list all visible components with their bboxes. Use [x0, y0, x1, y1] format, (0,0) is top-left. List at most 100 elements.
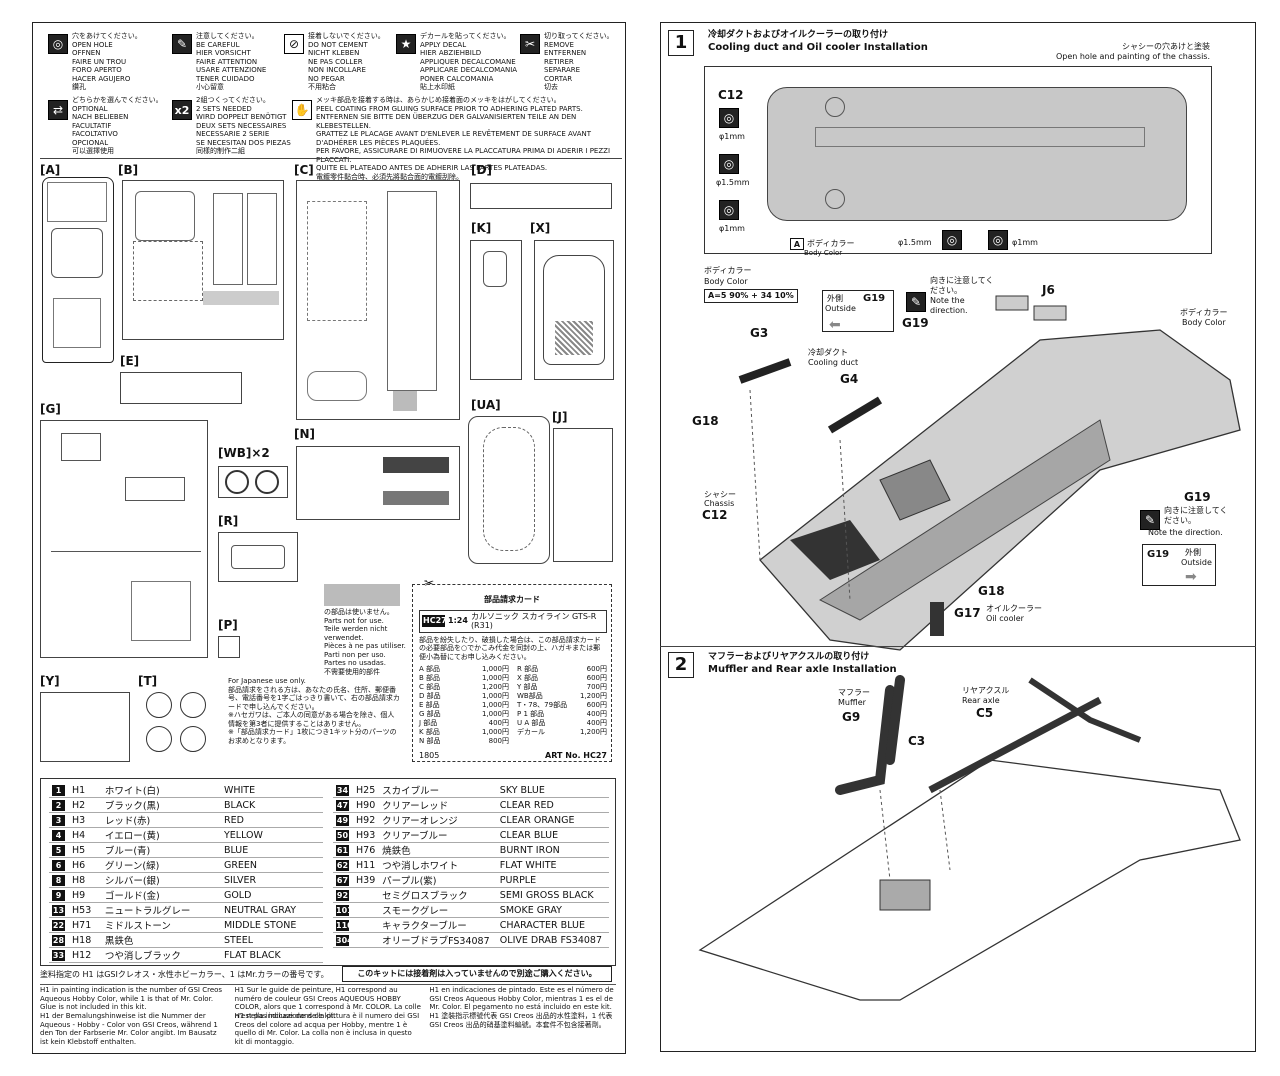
- sprue-N-label: [N]: [294, 427, 316, 441]
- sprue-WB-frame: [218, 466, 288, 498]
- nfu-4: Parti non per uso.: [324, 650, 386, 659]
- body-mix-jp: ボディカラー: [704, 266, 752, 275]
- d1-bottom: φ1mm: [1012, 238, 1038, 247]
- sprue-UA-label: [UA]: [471, 398, 501, 412]
- open-hole-l2: FAIRE UN TROU: [72, 57, 127, 66]
- nfu-5: Partes no usadas.: [324, 659, 386, 667]
- plated-l3: PER FAVORE, ASSICURARE DI RIMUOVERE LA P…: [316, 147, 611, 164]
- card-part-price: 1,200円: [579, 692, 607, 700]
- g18-lower: G18: [978, 584, 1005, 598]
- card-part-name: P 1 部品: [517, 710, 545, 718]
- note-direction-en: Note the direction.: [930, 296, 968, 315]
- mr-color-number: 5: [52, 844, 65, 856]
- color-name-jp: クリアーレッド: [379, 797, 497, 814]
- outside2-en: Outside: [1181, 558, 1212, 567]
- card-part-name: R 部品: [517, 665, 539, 673]
- card-part-name: J 部品: [419, 719, 438, 727]
- aqueous-number: H76: [353, 842, 380, 859]
- card-part-name: D 部品: [419, 692, 441, 700]
- mr-color-number: 101: [336, 904, 353, 916]
- card-part-name: N 部品: [419, 737, 441, 745]
- remove-l1: ENTFERNEN: [544, 49, 587, 57]
- outside-g19: G19: [863, 293, 886, 304]
- color-name-jp: グリーン(緑): [101, 857, 221, 874]
- parts-request-card: 部品請求カード HC27 1:24 カルソニック スカイライン GTS-R (R…: [412, 584, 612, 762]
- color-name-jp: ブルー(青): [101, 842, 221, 859]
- sprue-Y-label: [Y]: [40, 674, 60, 688]
- outside2-g19: G19: [1147, 549, 1170, 560]
- d1-top: φ1mm: [719, 132, 745, 141]
- no-cement-l2: NE PAS COLLER: [308, 57, 363, 66]
- body-mix-formula: A=5 90% + 34 10%: [704, 289, 798, 303]
- card-part-price: 700円: [586, 683, 607, 691]
- duct-jp: 冷却ダクト: [808, 348, 848, 357]
- aqueous-number: H93: [353, 827, 380, 844]
- aqueous-number: H12: [69, 947, 102, 964]
- be-careful-l3: USARE ATTENZIONE: [196, 66, 267, 74]
- color-name-en: PURPLE: [496, 872, 609, 889]
- footer-2-zh: H1 塗裝指示標號代表 GSI Creos 出品的水性塗料，1 代表 GSI C…: [429, 1012, 613, 1029]
- hole-icon-5: ◎: [988, 230, 1008, 250]
- footer-2-it: H1 nella indicazione della pittura è il …: [234, 1012, 420, 1046]
- duct-en: Cooling duct: [808, 358, 859, 367]
- mr-color-number: 3: [52, 814, 65, 826]
- plated-icon: ✋: [292, 100, 312, 120]
- mr-color-number: 47: [336, 799, 349, 811]
- color-name-jp: ホワイト(白): [101, 783, 221, 799]
- card-part-name: X 部品: [517, 674, 539, 682]
- sprue-D-frame: [470, 183, 612, 209]
- two-sets-l4: SE NECESITAN DOS PIEZAS: [196, 138, 291, 147]
- cooler-en: Oil cooler: [986, 614, 1024, 623]
- color-name-jp: ニュートラルグレー: [101, 902, 221, 919]
- g17-label: G17: [954, 606, 981, 620]
- decal-l1: HIER ABZIEHBILD: [420, 49, 482, 57]
- footer-1-en: H1 in painting indication is the number …: [40, 986, 223, 1011]
- remove-jp: 切り取ってください。: [544, 32, 614, 40]
- color-name-jp: パープル(紫): [379, 872, 497, 889]
- color-name-en: CLEAR ORANGE: [496, 812, 609, 829]
- step2-title-en: Muffler and Rear axle Installation: [708, 664, 897, 675]
- color-name-jp: レッド(赤): [101, 812, 221, 829]
- glue-note: このキットには接着剤は入っていませんので別途ご購入ください。: [342, 966, 612, 982]
- aqueous-number: H3: [69, 812, 102, 829]
- be-careful-l2: FAIRE ATTENTION: [196, 57, 258, 66]
- color-name-en: BLACK: [220, 797, 323, 814]
- g4-label: G4: [840, 372, 859, 386]
- sprue-T-wheels: [140, 692, 220, 762]
- sprue-B-label: [B]: [118, 163, 139, 177]
- card-part-price: 1,000円: [481, 674, 509, 682]
- nfu-6: 不需要使用的部件: [324, 667, 380, 676]
- color-name-en: SKY BLUE: [496, 783, 609, 799]
- step1-holes-jp: シャシーの穴あけと塗装: [1122, 42, 1210, 51]
- card-part-price: 1,000円: [481, 692, 509, 700]
- aqueous-number: H92: [353, 812, 380, 829]
- card-scale: 1:24: [448, 616, 468, 626]
- c12-label: C12: [718, 88, 744, 102]
- jp-use-3: ※「部品請求カード」1枚につき1キット分のパーツのお求めとなります。: [228, 728, 397, 745]
- sprue-G-label: [G]: [40, 402, 61, 416]
- optional-l5: 可以選擇使用: [72, 147, 114, 155]
- open-hole-l4: HACER AGUJERO: [72, 74, 131, 83]
- mr-color-number: 67: [336, 874, 349, 886]
- card-part-price: 1,000円: [481, 665, 509, 673]
- sprue-N-frame: [296, 446, 460, 520]
- sprue-B-frame: [122, 180, 284, 340]
- color-name-jp: ミドルストーン: [101, 917, 221, 934]
- be-careful-l1: HIER VORSICHT: [196, 49, 251, 57]
- sprue-K-frame: [470, 240, 522, 380]
- aqueous-number: H2: [69, 797, 102, 814]
- card-part-price: 600円: [586, 701, 607, 709]
- aqueous-number: H8: [69, 872, 102, 889]
